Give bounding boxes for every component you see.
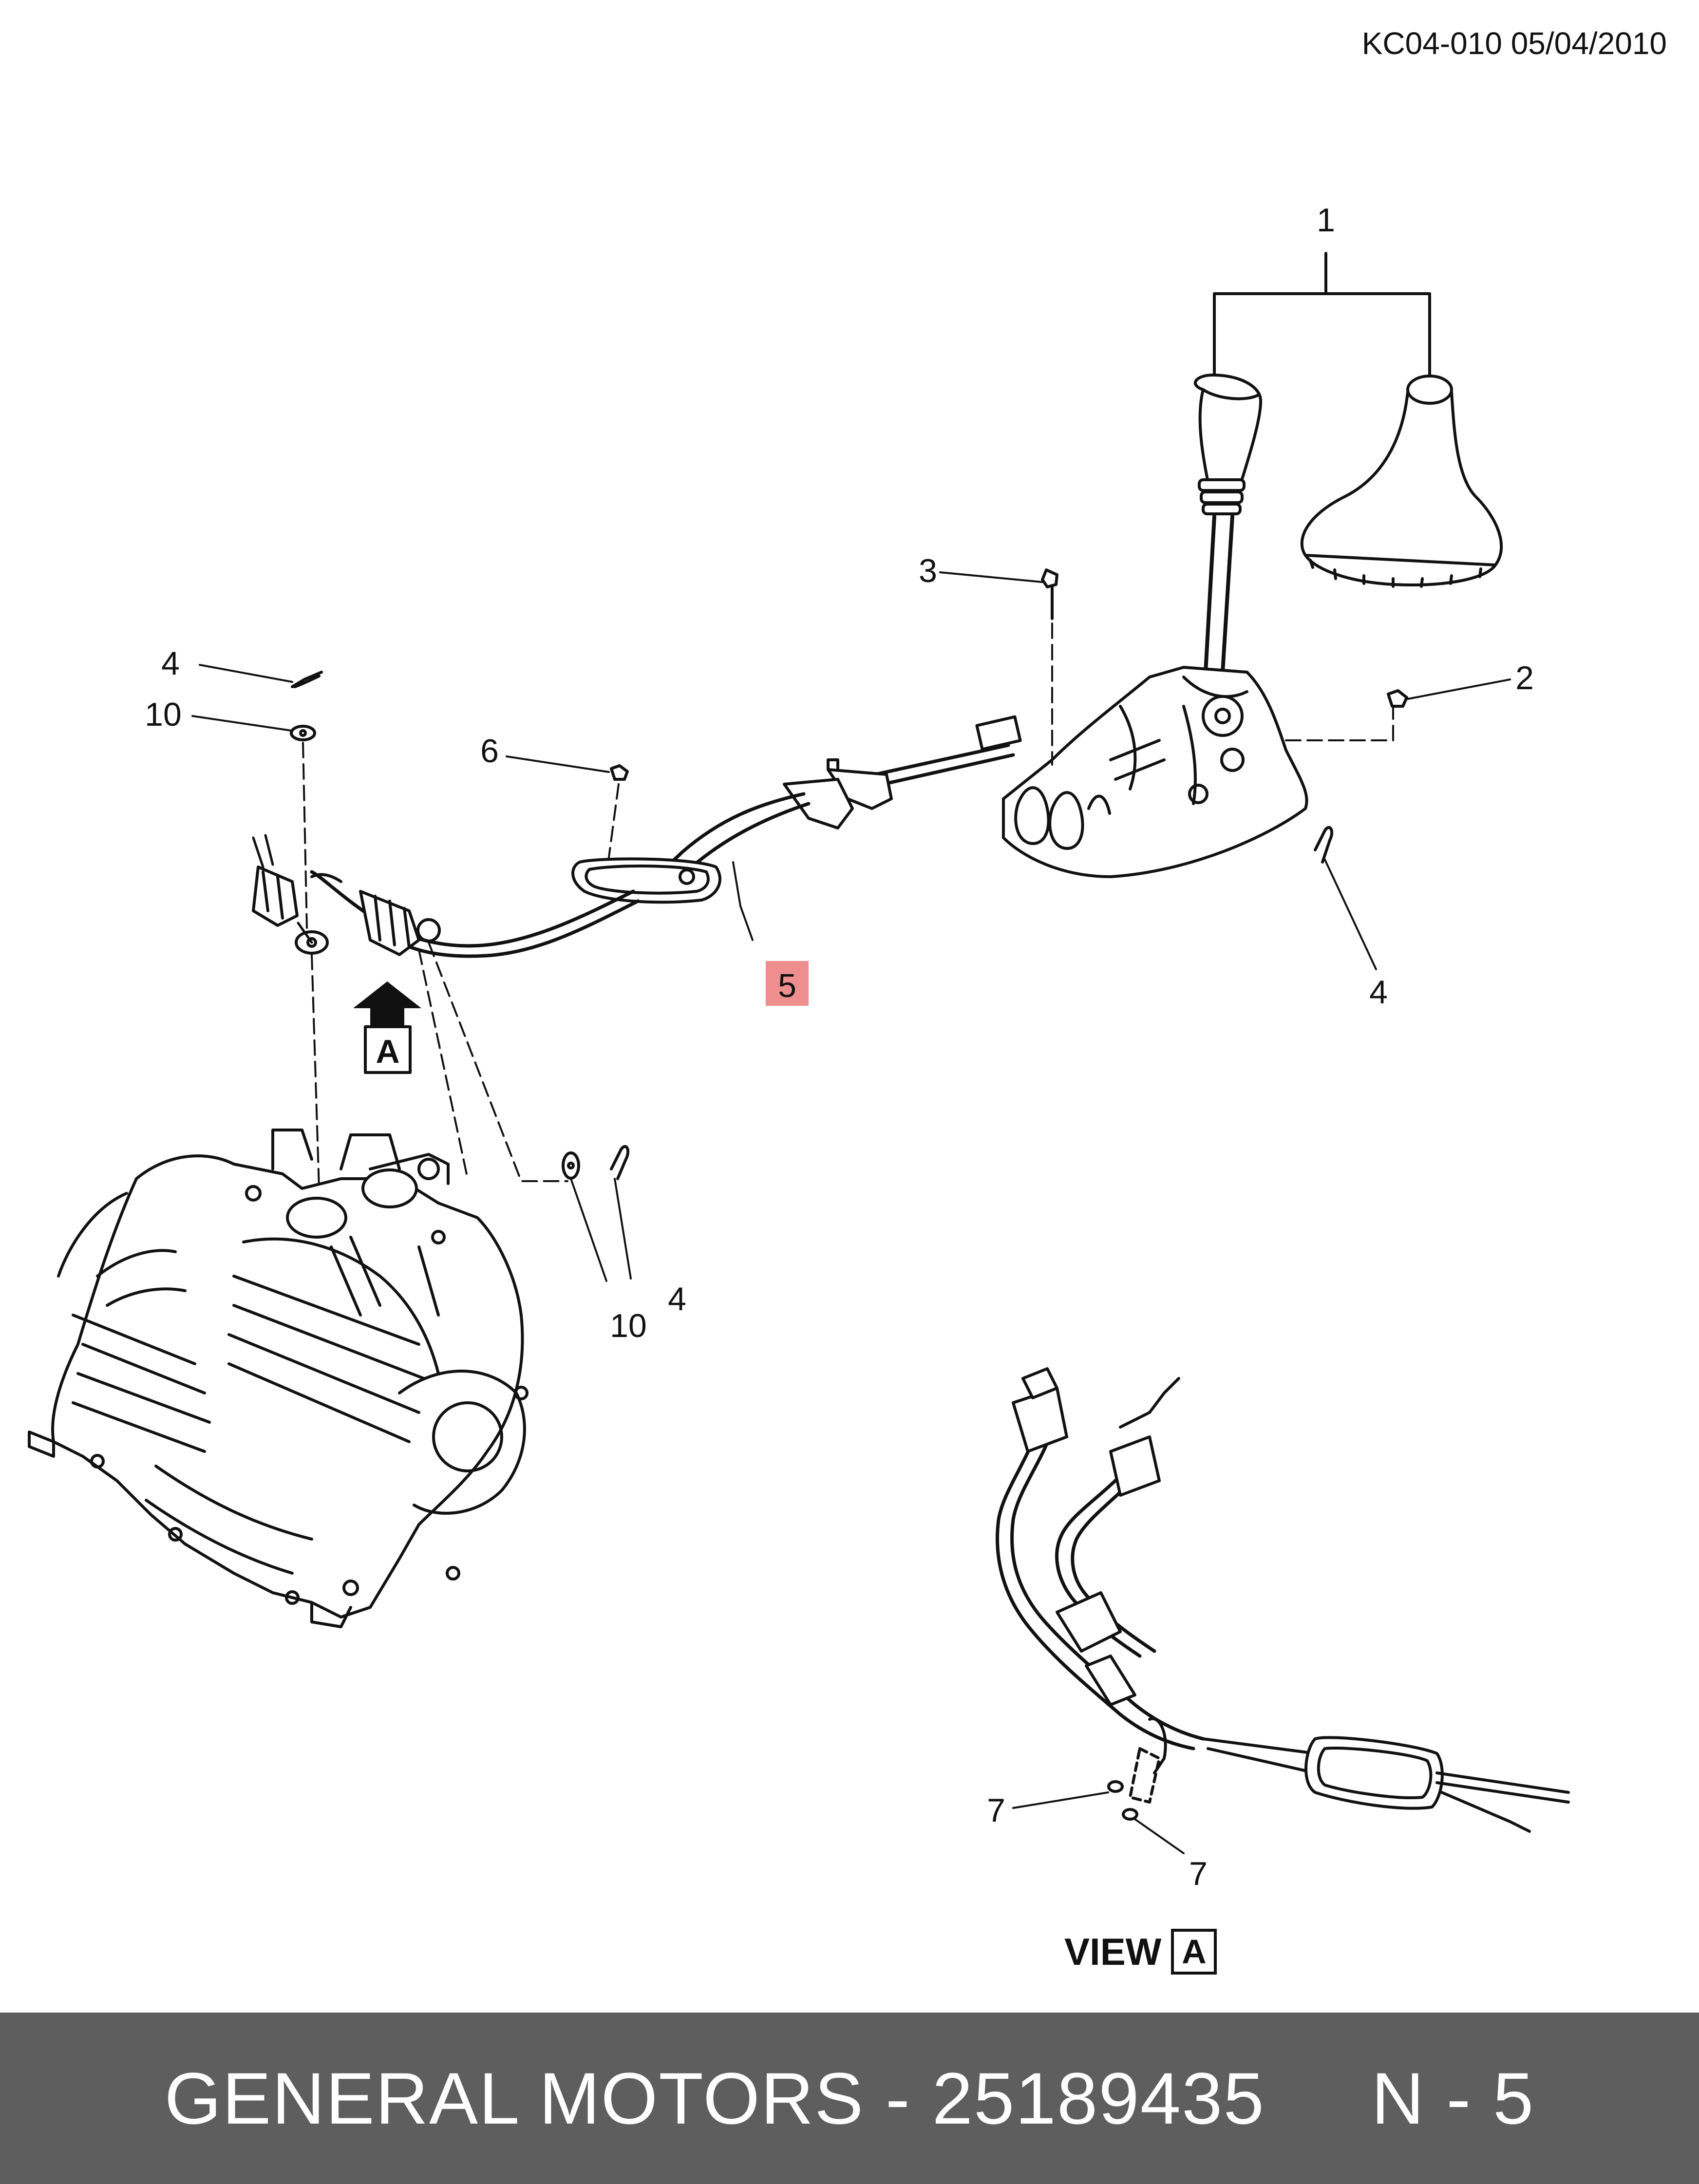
callout-4-right: 4	[1369, 974, 1388, 1011]
callout-6: 6	[480, 733, 499, 770]
view-a-cable-detail	[996, 1367, 1570, 1833]
callout-10-lower: 10	[610, 1307, 647, 1344]
bolt-3	[1041, 568, 1058, 620]
footer-part-number: GENERAL MOTORS - 25189435 N - 5	[164, 2057, 1535, 2139]
callout-1-leader	[1213, 252, 1431, 381]
callout-5-highlight	[766, 961, 809, 1006]
view-a-arrow	[353, 981, 421, 1025]
shift-lever	[1204, 514, 1234, 674]
assembly-lines	[302, 622, 1394, 1189]
clip-4-lower	[610, 1145, 630, 1180]
washer-10-lower	[562, 1151, 580, 1180]
clip-4-right	[1314, 826, 1334, 864]
callout-4-lower: 4	[668, 1280, 686, 1318]
view-letter-box: A	[1171, 1929, 1217, 1975]
callout-4-top-left: 4	[161, 645, 180, 682]
callout-3: 3	[919, 552, 937, 589]
clip-4-left	[291, 671, 323, 688]
view-a-marker-letter: A	[376, 1033, 399, 1070]
transmission	[28, 1129, 529, 1628]
shifter-base	[1002, 666, 1308, 878]
shift-cable-assembly	[252, 715, 1022, 958]
leader-lines	[191, 571, 1511, 1854]
callout-5: 5	[778, 967, 796, 1004]
shift-knob	[1194, 374, 1263, 515]
callout-2: 2	[1515, 659, 1534, 697]
callout-1: 1	[1317, 202, 1335, 239]
view-a-box	[364, 1025, 412, 1074]
footer-banner: GENERAL MOTORS - 25189435 N - 5	[0, 2013, 1699, 2184]
view-a-label: VIEW A	[1064, 1929, 1217, 1975]
callout-7-right: 7	[1189, 1855, 1208, 1892]
diagram-reference: KC04-010 05/04/2010	[1361, 26, 1667, 61]
callout-10-top-left: 10	[145, 696, 182, 733]
callout-7-left: 7	[987, 1792, 1005, 1829]
shift-boot	[1300, 375, 1503, 588]
washer-10-left	[290, 725, 316, 741]
nut-2	[1387, 689, 1408, 708]
view-word: VIEW	[1064, 1930, 1162, 1973]
nut-6	[610, 764, 629, 781]
